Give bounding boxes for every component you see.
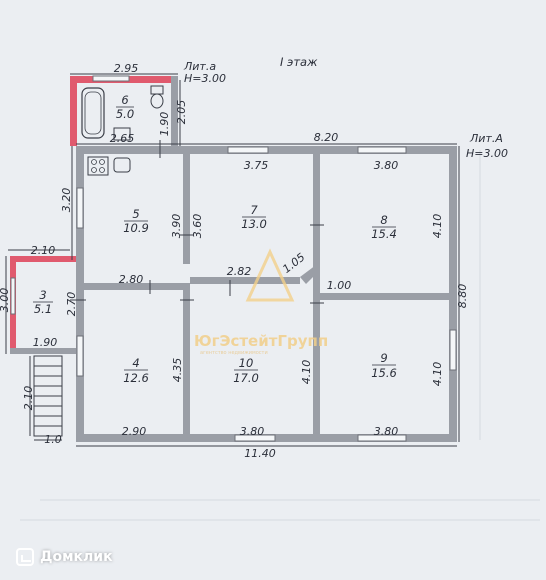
dim-r5-right: 3.90 (170, 214, 183, 239)
washbasin-icon (113, 127, 131, 141)
bathtub-icon (81, 87, 105, 139)
lit-a-big: Лит.А (469, 132, 503, 145)
h-small: Н=3.00 (184, 72, 226, 85)
annex-a-wall-left (70, 76, 77, 146)
dim-right-overall: 8.80 (456, 284, 469, 309)
dim-r8-top: 3.80 (374, 159, 399, 172)
dim-r4-bottom: 2.90 (122, 425, 147, 438)
dim-bottom-overall: 11.40 (244, 447, 276, 460)
annex-a (70, 75, 178, 146)
dim-r8-right: 4.10 (431, 214, 444, 239)
dim-ext3-left: 3.00 (0, 288, 11, 313)
domclick-logo-icon (16, 548, 34, 566)
dim-steps-bottom: 1.0 (44, 433, 62, 446)
room-number-9: 9 (380, 351, 387, 365)
wall-10-9 (313, 290, 320, 442)
annex-3-wall-top (10, 256, 76, 262)
annex-a-wall-right (171, 76, 178, 146)
room-number-8: 8 (380, 213, 387, 227)
window-r5 (76, 187, 84, 229)
window-r7 (227, 146, 269, 154)
wall-5-7 (183, 146, 190, 264)
watermark-house-icon (245, 248, 295, 302)
wall-7-8 (313, 146, 320, 264)
room-area-9: 15.6 (371, 366, 397, 380)
dim-ext-a-bottom: 2.65 (110, 132, 135, 145)
domclick-brand: Домклик (16, 548, 113, 566)
dim-ext-a-top: 2.95 (114, 62, 139, 75)
wall-4-10 (183, 290, 190, 442)
h-big: Н=3.00 (466, 147, 508, 160)
room-area-10: 17.0 (233, 371, 259, 385)
dim-r7-bottom: 2.82 (227, 265, 252, 278)
wall-7-10 (190, 277, 300, 284)
watermark-company: ЮгЭстейтГрупп (194, 332, 328, 350)
dim-r5-left: 3.20 (60, 188, 73, 213)
annex-3-window (10, 277, 16, 315)
brand-label: Домклик (40, 549, 113, 565)
dim-r7-top: 3.75 (244, 159, 269, 172)
windows (76, 146, 457, 442)
dim-r7-left: 3.60 (191, 214, 204, 239)
dim-r8-bottom: 1.00 (327, 279, 352, 292)
room-area-3: 5.1 (34, 302, 52, 316)
room-number-5: 5 (132, 207, 139, 221)
dim-r9-right: 4.10 (431, 362, 444, 387)
main-walls (76, 146, 457, 442)
dim-steps-side: 2.10 (22, 386, 35, 411)
room-area-6: 5.0 (116, 107, 134, 121)
window-r9 (357, 434, 407, 442)
room-number-7: 7 (250, 203, 258, 217)
dim-ext3-top: 2.10 (31, 244, 56, 257)
toilet-icon (150, 85, 164, 95)
dimension-lines (5, 73, 460, 447)
wall-8-9 (320, 293, 457, 300)
dim-ext-a-side: 2.05 (175, 100, 188, 125)
dim-top-overall: 8.20 (314, 131, 339, 144)
watermark-tagline: агентство недвижимости (200, 350, 268, 356)
dim-r5-bottom: 2.80 (119, 273, 144, 286)
lit-a-small: Лит.а (183, 60, 216, 73)
dimension-labels: 2.95 2.05 1.90 2.65 8.20 3.75 3.80 3.20 … (0, 62, 469, 460)
dim-diagonal: 1.05 (280, 251, 307, 276)
room-number-3: 3 (39, 288, 46, 302)
wall-corridor (313, 262, 320, 300)
stove-icon (87, 156, 109, 176)
dim-ext3-bottom: 1.90 (33, 336, 58, 349)
watermark: ЮгЭстейтГрупп агентство недвижимости (194, 248, 328, 356)
dim-ext-a-inner: 1.90 (158, 112, 171, 137)
room-area-4: 12.6 (123, 371, 149, 385)
floor-title: I этаж (280, 55, 318, 69)
sink-icon (113, 157, 131, 173)
room-number-6: 6 (121, 93, 128, 107)
dim-r10-bottom: 3.80 (240, 425, 265, 438)
stairs (33, 355, 63, 437)
room-area-5: 10.9 (123, 221, 149, 235)
room-area-8: 15.4 (371, 227, 397, 241)
annex-3 (10, 256, 76, 354)
window-r4 (76, 335, 84, 377)
background-lines (20, 150, 540, 521)
dim-ext3-inner: 2.70 (65, 292, 78, 317)
window-r10 (234, 434, 276, 442)
window-r8 (357, 146, 407, 154)
window-r9-side (449, 329, 457, 371)
dim-r9-bottom: 3.80 (374, 425, 399, 438)
annex-a-window (92, 75, 130, 82)
doors (70, 140, 324, 304)
annex-3-wall-bottom (10, 348, 76, 354)
wall-left (76, 146, 84, 442)
room-area-7: 13.0 (241, 217, 267, 231)
dim-r4-right: 4.35 (171, 358, 184, 383)
room-labels: 6 5.0 5 10.9 7 13.0 8 15.4 3 5.1 4 12.6 … (33, 93, 397, 385)
room-number-4: 4 (132, 356, 139, 370)
wall-5-4 (76, 283, 190, 290)
dim-r10-right: 4.10 (300, 360, 313, 385)
room-number-10: 10 (239, 356, 254, 370)
